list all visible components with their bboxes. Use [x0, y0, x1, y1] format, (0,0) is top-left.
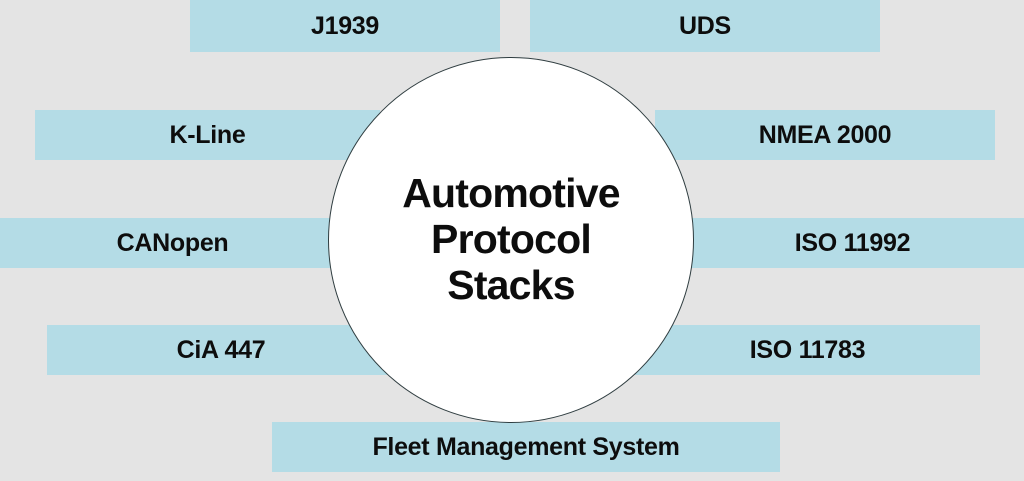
- node-bar-cia-447[interactable]: CiA 447: [47, 325, 395, 375]
- node-label-j1939: J1939: [310, 11, 380, 40]
- node-bar-uds[interactable]: UDS: [530, 0, 880, 52]
- node-label-nmea-2000: NMEA 2000: [758, 120, 892, 149]
- node-label-iso-11992: ISO 11992: [794, 228, 911, 257]
- node-bar-j1939[interactable]: J1939: [190, 0, 500, 52]
- node-bar-nmea-2000[interactable]: NMEA 2000: [655, 110, 995, 160]
- node-bar-iso-11783[interactable]: ISO 11783: [635, 325, 980, 375]
- node-bar-canopen[interactable]: CANopen: [0, 218, 345, 268]
- node-bar-k-line[interactable]: K-Line: [35, 110, 380, 160]
- node-label-iso-11783: ISO 11783: [749, 335, 866, 364]
- node-label-canopen: CANopen: [116, 228, 229, 257]
- hub-title: Automotive Protocol Stacks: [402, 170, 620, 308]
- node-label-cia-447: CiA 447: [176, 335, 266, 364]
- node-bar-iso-11992[interactable]: ISO 11992: [681, 218, 1024, 268]
- node-label-uds: UDS: [679, 11, 731, 40]
- hub-circle: Automotive Protocol Stacks: [328, 57, 694, 423]
- node-label-fleet-management-system: Fleet Management System: [372, 432, 680, 461]
- node-bar-fleet-management-system[interactable]: Fleet Management System: [272, 422, 780, 472]
- node-label-k-line: K-Line: [169, 120, 246, 149]
